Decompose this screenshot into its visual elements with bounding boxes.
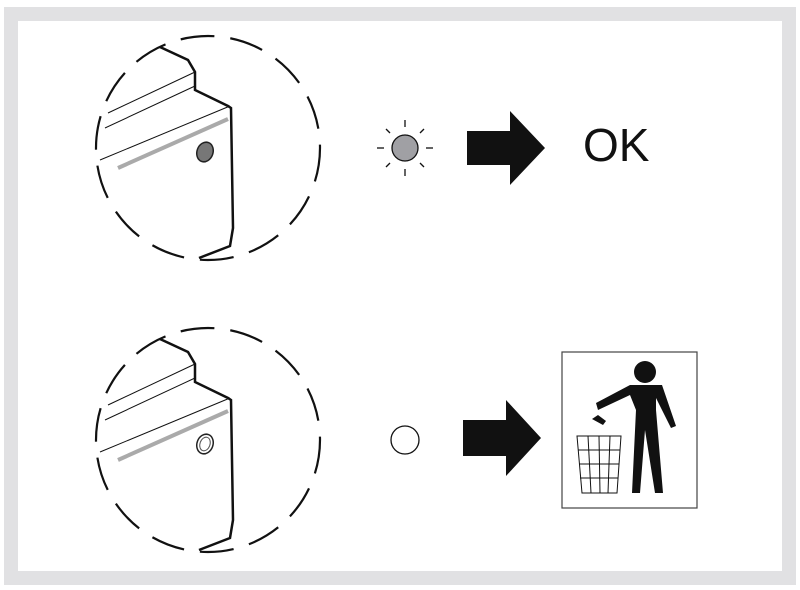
row-off xyxy=(94,326,698,554)
device-closeup-lit xyxy=(94,34,322,262)
result-ok-label: OK xyxy=(583,119,650,171)
device-closeup-off xyxy=(94,326,322,554)
arrow-right-icon xyxy=(467,111,545,185)
device-button-lit xyxy=(195,141,215,163)
trash-disposal-icon xyxy=(561,351,698,509)
row-lit xyxy=(94,34,545,262)
lamp-off-icon xyxy=(390,425,420,455)
frame xyxy=(4,7,796,585)
lamp-on-icon xyxy=(377,120,433,176)
device-button-off xyxy=(195,433,215,455)
arrow-right-icon xyxy=(463,400,541,476)
